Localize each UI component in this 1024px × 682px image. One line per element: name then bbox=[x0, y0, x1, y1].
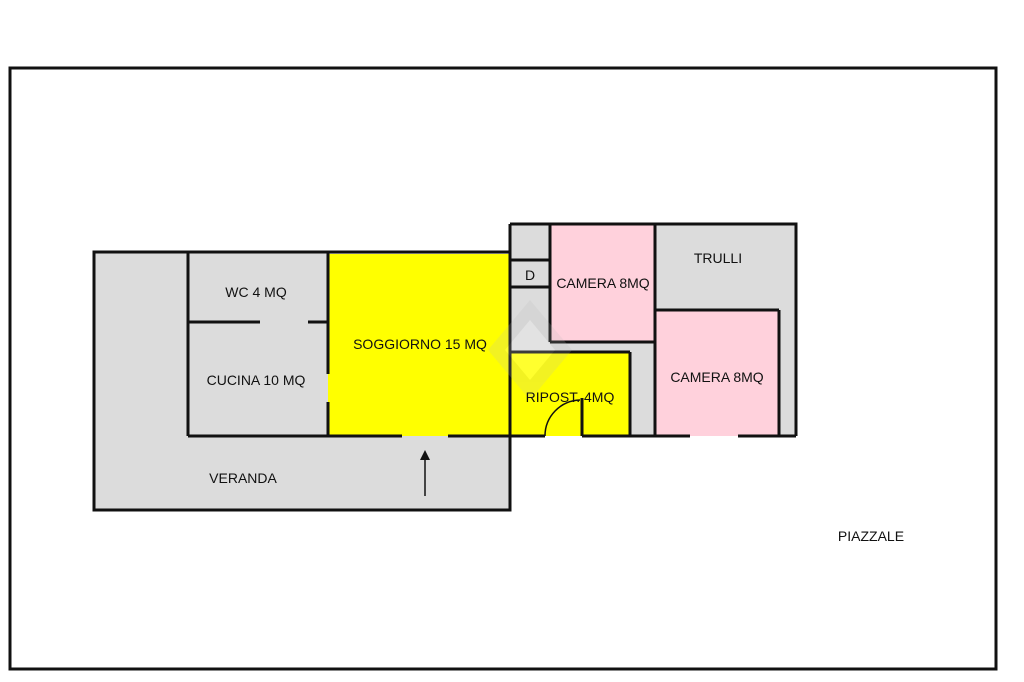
cucina-room bbox=[188, 322, 328, 436]
soggiorno-label: SOGGIORNO 15 MQ bbox=[353, 336, 487, 352]
watermark-logo-icon bbox=[488, 300, 572, 400]
trulli-label: TRULLI bbox=[694, 250, 742, 266]
camera-1-label: CAMERA 8MQ bbox=[556, 275, 649, 291]
veranda-label: VERANDA bbox=[209, 470, 277, 486]
wc-label: WC 4 MQ bbox=[225, 284, 287, 300]
ripostiglio-door-swing bbox=[544, 399, 581, 437]
camera-1-room bbox=[550, 224, 655, 342]
walls bbox=[92, 222, 798, 512]
piazzale-label: PIAZZALE bbox=[838, 528, 904, 544]
camera-2-label: CAMERA 8MQ bbox=[670, 369, 763, 385]
camera-2-room bbox=[655, 310, 779, 436]
ripostiglio-label: RIPOST. 4MQ bbox=[526, 389, 615, 405]
soggiorno-room bbox=[328, 254, 510, 436]
closet-d-label: D bbox=[525, 267, 535, 283]
wc-room bbox=[188, 254, 328, 322]
entrance-arrow-icon bbox=[420, 450, 430, 496]
ripostiglio-room bbox=[510, 352, 630, 436]
cucina-label: CUCINA 10 MQ bbox=[207, 372, 306, 388]
